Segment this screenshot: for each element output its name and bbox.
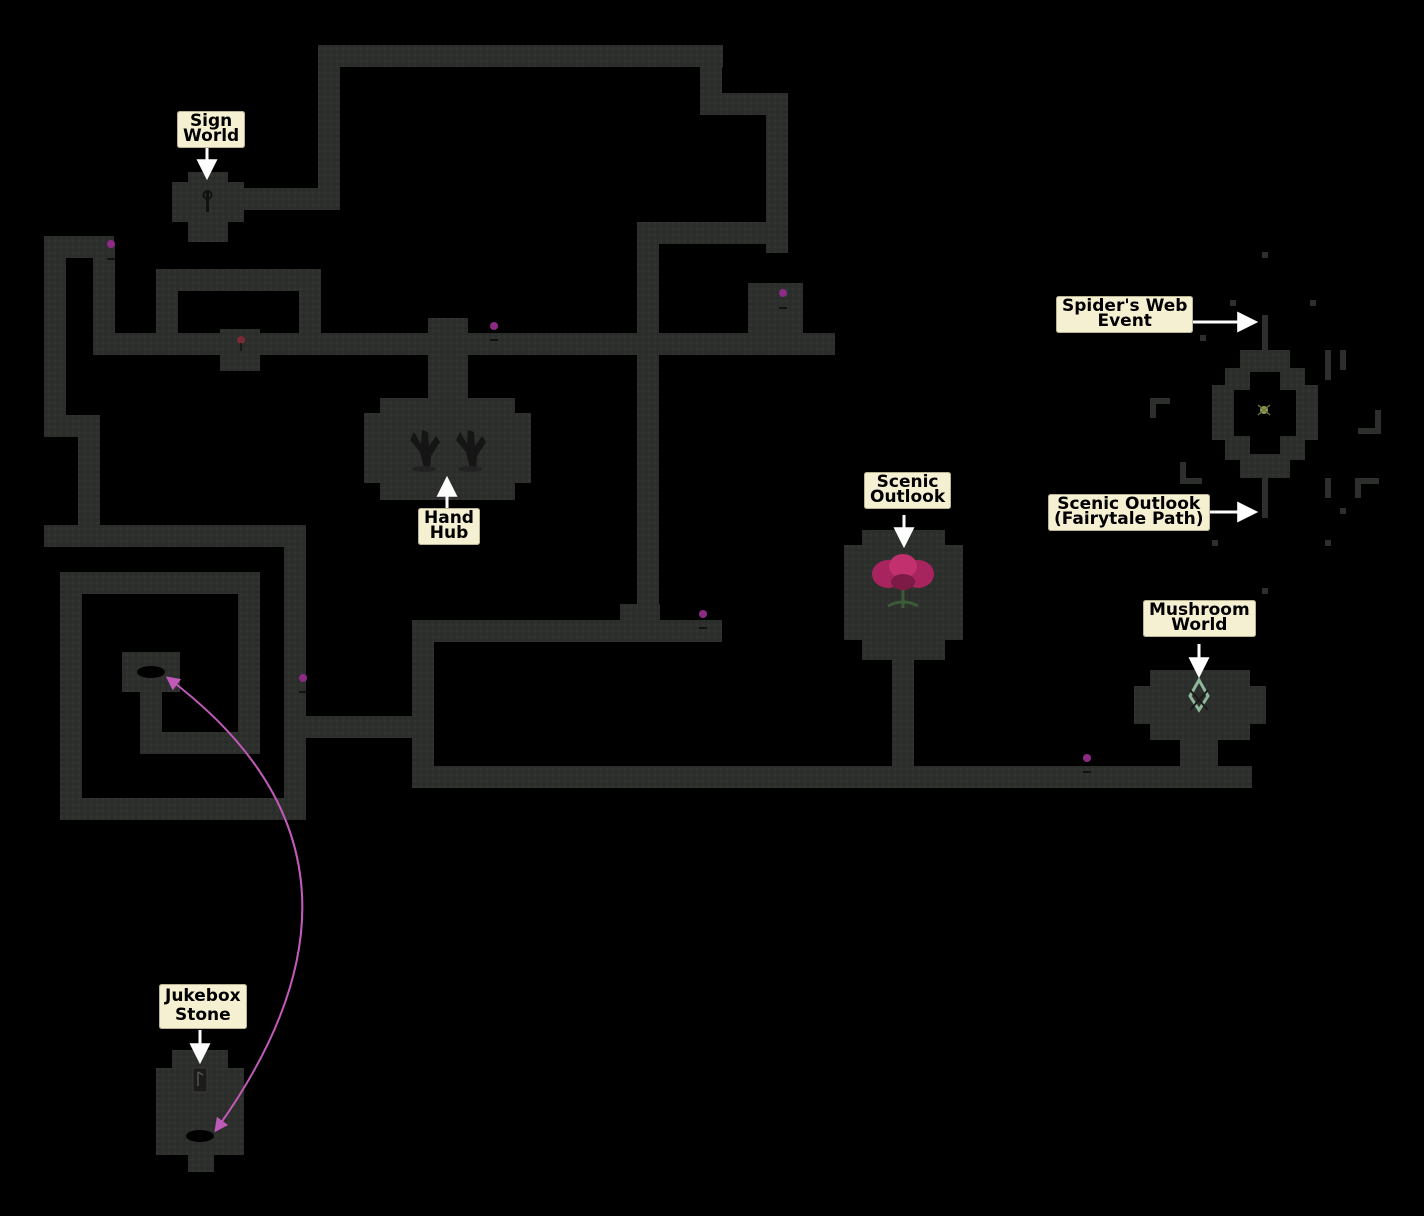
label-hand-hub: Hand Hub [418,508,480,545]
mushroom-rune-icon [1188,676,1210,713]
path-network [44,45,1266,1172]
red-lamp-icon [237,336,245,351]
lamp-icon [107,240,115,260]
lamp-icon [299,674,307,693]
giant-flower-icon [872,554,934,608]
label-scenic-outlook: Scenic Outlook [864,472,952,509]
label-mushroom-world: Mushroom World [1143,600,1256,637]
spider-web-area [1150,252,1381,594]
portal-hole-icon [186,1130,214,1142]
hand-statue-icon [410,430,486,472]
label-scenic-outlook-fairytale: Scenic Outlook (Fairytale Path) [1048,494,1210,531]
jukebox-stone-icon [192,1067,208,1093]
label-jukebox-stone: Jukebox Stone [159,984,247,1029]
lamp-icon [779,289,787,309]
warp-connection-arrow [165,676,304,1133]
label-spiders-web-event: Spider's Web Event [1056,296,1194,333]
spider-icon [1257,404,1271,416]
lamp-icon [1083,754,1091,773]
portal-hole-icon [137,666,165,678]
label-sign-world: Sign World [177,111,246,148]
signpost-icon [202,190,213,212]
lamp-icon [699,610,707,629]
lamp-icon [490,322,498,341]
